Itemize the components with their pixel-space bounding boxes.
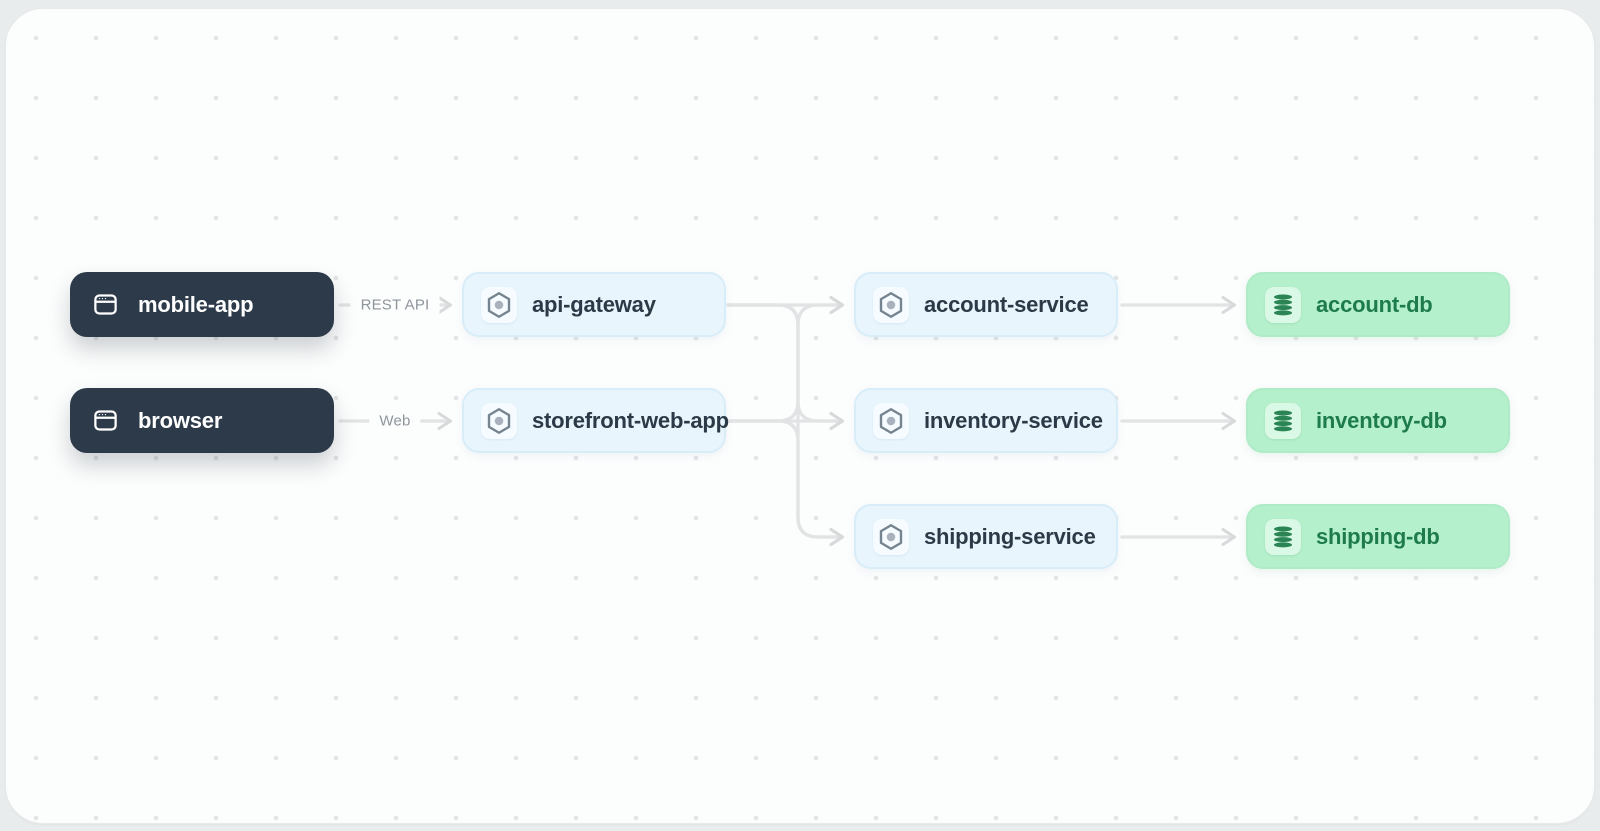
node-label: inventory-db [1316,407,1447,433]
hexagon-icon [481,402,517,439]
edge-storefront-web-app-account-service [726,296,844,423]
hexagon-icon [873,286,909,323]
node-label: account-db [1316,291,1433,317]
node-label: inventory-service [924,407,1103,433]
hexagon-icon [481,286,517,323]
browser-icon [87,287,123,323]
node-shipping-db[interactable]: shipping-db [1246,504,1510,569]
diagram-canvas[interactable]: REST API Web mobile-app [5,8,1595,824]
node-label: api-gateway [532,291,656,317]
hexagon-icon [873,518,909,555]
edge-storefront-web-app-shipping-service [726,419,844,546]
edge-api-gateway-inventory-service [726,303,844,430]
hexagon-icon [873,402,909,439]
database-icon [1265,286,1301,323]
node-inventory-service[interactable]: inventory-service [854,388,1118,453]
edge-label-rest-api: REST API [350,293,440,317]
database-icon [1265,518,1301,555]
edge-api-gateway-shipping-service [726,303,844,546]
edge-label-web: Web [369,409,421,433]
node-storefront-web-app[interactable]: storefront-web-app [462,388,729,453]
browser-icon [87,403,123,439]
node-account-db[interactable]: account-db [1246,272,1510,337]
database-icon [1265,402,1301,439]
node-label: browser [138,407,223,433]
node-label: account-service [924,291,1089,317]
node-label: shipping-db [1316,523,1440,549]
node-mobile-app[interactable]: mobile-app [70,272,334,337]
node-api-gateway[interactable]: api-gateway [462,272,726,337]
node-label: storefront-web-app [532,407,729,433]
node-inventory-db[interactable]: inventory-db [1246,388,1510,453]
node-shipping-service[interactable]: shipping-service [854,504,1118,569]
node-label: shipping-service [924,523,1096,549]
node-browser[interactable]: browser [70,388,334,453]
node-account-service[interactable]: account-service [854,272,1118,337]
node-label: mobile-app [138,291,254,317]
